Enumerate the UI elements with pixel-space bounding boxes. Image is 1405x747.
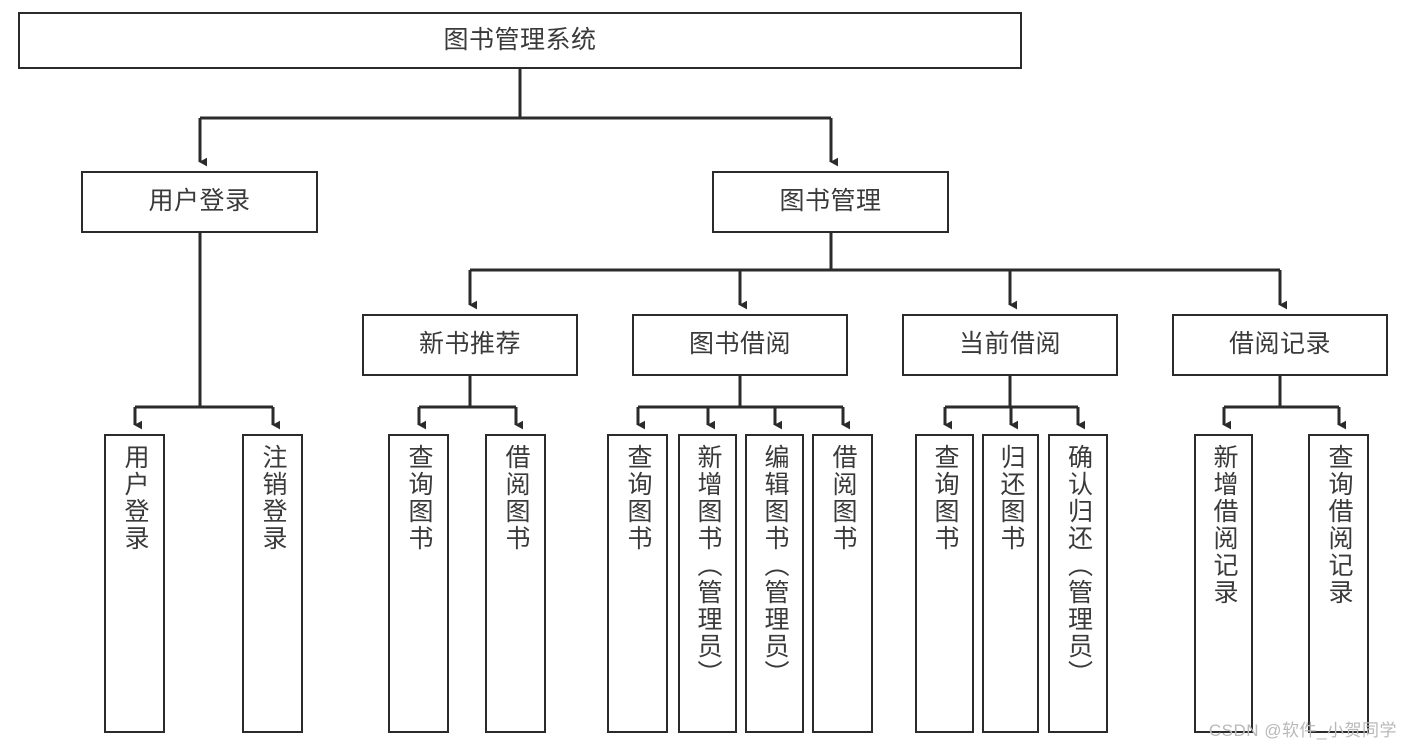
node-label: 用户登录 (121, 444, 149, 552)
node-book_mgmt[interactable]: 图书管理 (712, 171, 949, 233)
node-label: 新书推荐 (418, 330, 521, 359)
csdn-watermark: CSDN @软件_小贺同学 (1208, 721, 1397, 740)
node-label: 新增借阅记录 (1210, 444, 1238, 606)
node-label: 图书管理系统 (443, 25, 597, 54)
node-label: 注销登录 (259, 444, 287, 552)
node-label: 当前借阅 (958, 330, 1061, 359)
node-new_rec[interactable]: 新书推荐 (362, 314, 578, 376)
node-cr_query[interactable]: 查询图书 (915, 434, 974, 733)
node-l_logout[interactable]: 注销登录 (242, 434, 303, 733)
node-label: 归还图书 (997, 444, 1025, 552)
node-root[interactable]: 图书管理系统 (18, 12, 1022, 69)
node-current[interactable]: 当前借阅 (902, 314, 1118, 376)
node-label: 图书管理 (779, 187, 882, 216)
node-label: 查询图书 (405, 444, 433, 552)
node-label: 查询借阅记录 (1325, 444, 1353, 606)
node-label: 查询图书 (931, 444, 959, 552)
node-bk_borrow[interactable]: 借阅图书 (812, 434, 873, 733)
node-label: 确认归还（管理员） (1064, 444, 1093, 687)
node-label: 新增图书（管理员） (694, 444, 722, 687)
node-label: 借阅图书 (829, 444, 857, 552)
node-bk_add[interactable]: 新增图书（管理员） (678, 434, 737, 733)
node-rc_query[interactable]: 查询借阅记录 (1308, 434, 1369, 733)
node-rc_add[interactable]: 新增借阅记录 (1194, 434, 1253, 733)
node-user_login[interactable]: 用户登录 (81, 171, 318, 233)
node-nr_borrow[interactable]: 借阅图书 (485, 434, 546, 733)
node-bk_edit[interactable]: 编辑图书（管理员） (745, 434, 804, 733)
node-label: 借阅记录 (1228, 330, 1331, 359)
node-records[interactable]: 借阅记录 (1172, 314, 1388, 376)
node-label: 借阅图书 (502, 444, 530, 552)
node-cr_return[interactable]: 归还图书 (982, 434, 1039, 733)
node-nr_query[interactable]: 查询图书 (388, 434, 449, 733)
node-bk_query[interactable]: 查询图书 (607, 434, 668, 733)
node-l_login[interactable]: 用户登录 (104, 434, 165, 733)
node-label: 图书借阅 (688, 330, 791, 359)
node-label: 用户登录 (148, 187, 251, 216)
node-label: 编辑图书（管理员） (761, 444, 789, 687)
node-label: 查询图书 (624, 444, 652, 552)
node-borrow[interactable]: 图书借阅 (632, 314, 848, 376)
node-cr_confirm[interactable]: 确认归还（管理员） (1048, 434, 1108, 733)
